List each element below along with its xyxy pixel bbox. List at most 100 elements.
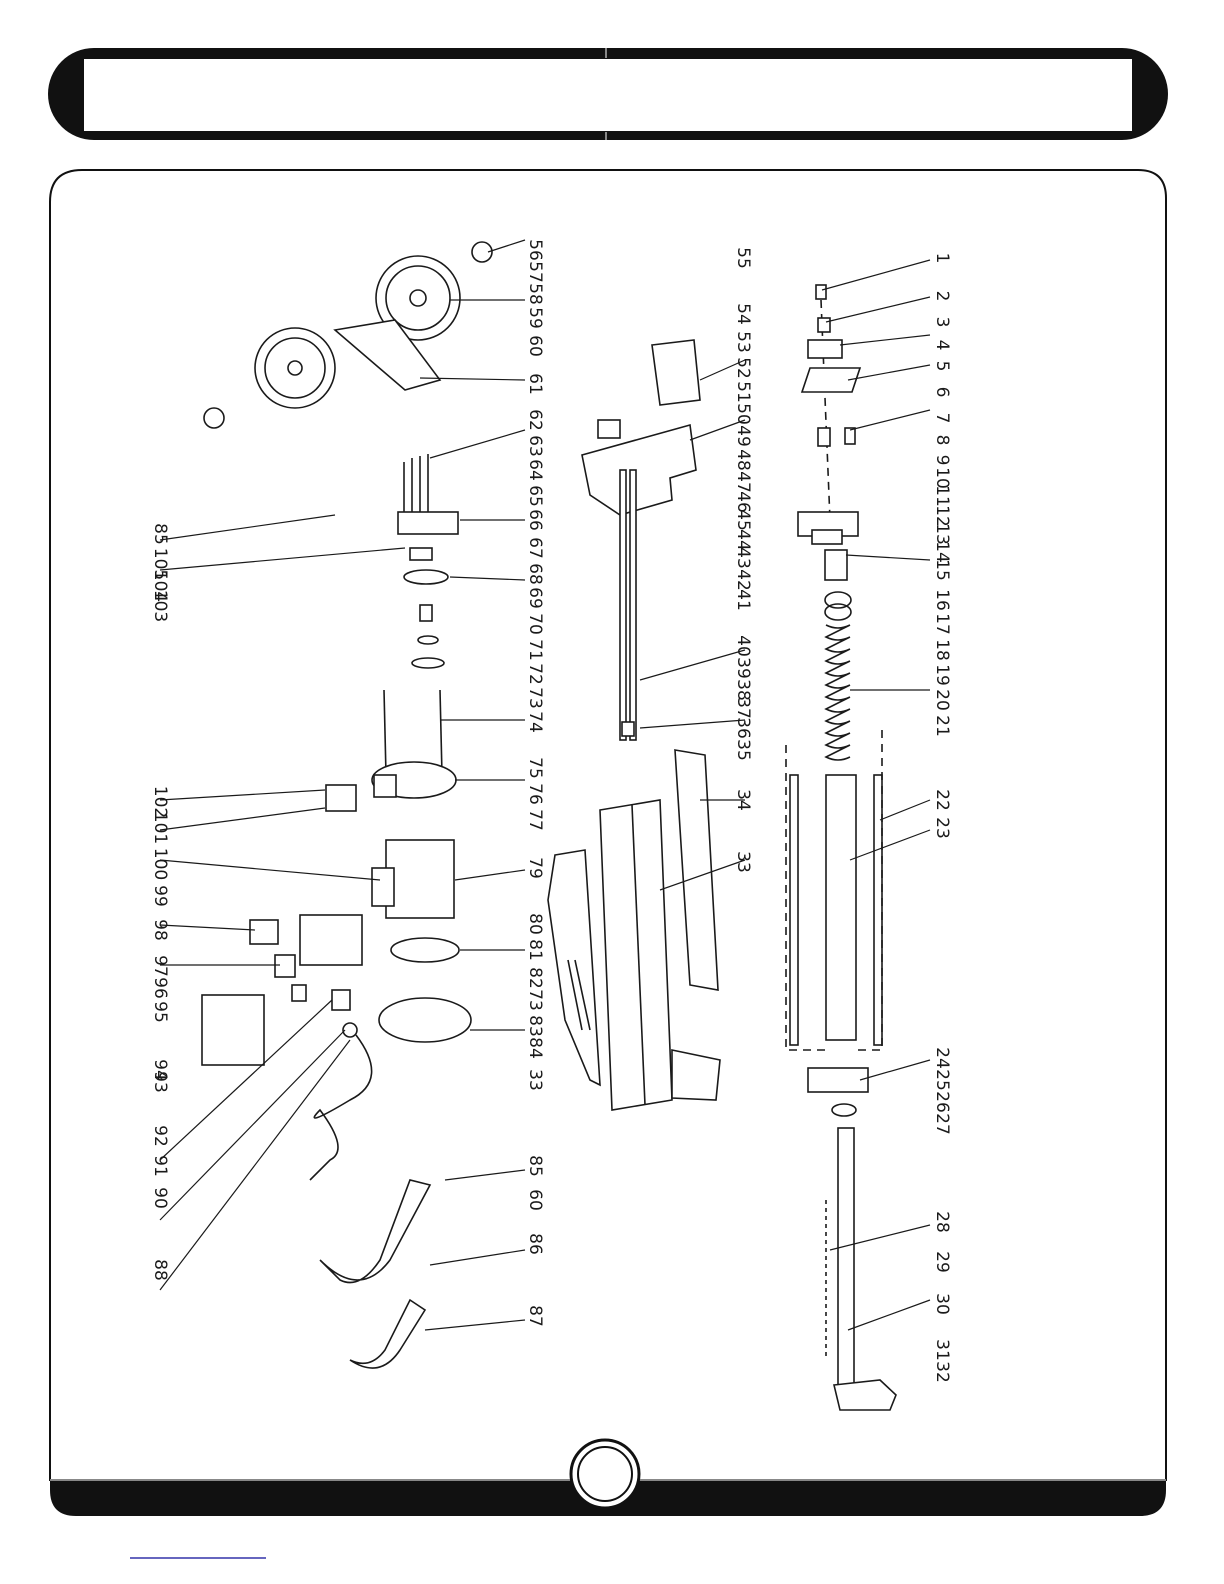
part-number-label: 7	[932, 413, 952, 424]
column-assembly-drawing	[785, 284, 897, 1411]
part-number-label: 41	[733, 589, 753, 611]
part-number-label: 81	[525, 939, 545, 961]
part-number-label: 92	[150, 1125, 170, 1147]
part-number-label: 69	[525, 587, 545, 609]
page-number-circle	[569, 1438, 641, 1510]
part-number-label: 71	[525, 639, 545, 661]
part-number-label: 57	[525, 261, 545, 283]
part-number-label: 9	[932, 455, 952, 466]
part-number-label: 6	[932, 387, 952, 398]
part-number-label: 8	[932, 435, 952, 446]
part-number-label: 26	[932, 1091, 952, 1113]
part-number-label: 88	[150, 1259, 170, 1281]
part-number-label: 65	[525, 485, 545, 507]
part-number-label: 99	[150, 885, 170, 907]
part-number-label: 77	[525, 809, 545, 831]
part-number-label: 60	[525, 335, 545, 357]
part-number-label: 20	[932, 689, 952, 711]
part-number-label: 30	[932, 1293, 952, 1315]
part-number-label: 86	[525, 1233, 545, 1255]
part-number-label: 87	[525, 1305, 545, 1327]
part-number-label: 63	[525, 435, 545, 457]
part-number-label: 29	[932, 1251, 952, 1273]
part-number-label: 11	[932, 485, 952, 507]
part-number-label: 58	[525, 283, 545, 305]
part-number-label: 104	[150, 570, 170, 602]
part-number-label: 25	[932, 1069, 952, 1091]
part-number-label: 79	[525, 857, 545, 879]
part-number-label: 33	[733, 851, 753, 873]
part-number-label: 70	[525, 613, 545, 635]
part-number-label: 84	[525, 1037, 545, 1059]
part-number-label: 55	[733, 247, 753, 269]
part-number-label: 73	[525, 989, 545, 1011]
part-number-label: 32	[932, 1361, 952, 1383]
part-number-label: 52	[733, 357, 753, 379]
part-number-label: 17	[932, 613, 952, 635]
part-number-label: 82	[525, 967, 545, 989]
part-number-label: 3	[932, 317, 952, 328]
part-number-label: 43	[733, 547, 753, 569]
diagram-frame	[49, 169, 1167, 1516]
part-number-label: 37	[733, 697, 753, 719]
part-number-label: 47	[733, 471, 753, 493]
part-number-label: 24	[932, 1047, 952, 1069]
frame-assembly-drawing	[547, 339, 721, 1111]
part-number-label: 38	[733, 679, 753, 701]
part-number-label: 85	[150, 523, 170, 545]
part-number-label: 33	[525, 1069, 545, 1091]
part-number-label: 4	[932, 340, 952, 351]
part-number-label: 31	[932, 1339, 952, 1361]
part-number-label: 15	[932, 559, 952, 581]
part-number-label: 76	[525, 783, 545, 805]
part-number-label: 102	[150, 786, 170, 818]
part-number-label: 5	[932, 361, 952, 372]
part-number-label: 23	[932, 817, 952, 839]
part-number-label: 62	[525, 409, 545, 431]
part-number-label: 83	[525, 1015, 545, 1037]
part-number-label: 66	[525, 509, 545, 531]
part-number-label: 36	[733, 717, 753, 739]
part-number-label: 91	[150, 1155, 170, 1177]
part-number-label: 51	[733, 381, 753, 403]
part-number-label: 96	[150, 977, 170, 999]
part-number-label: 19	[932, 664, 952, 686]
part-number-label: 2	[932, 291, 952, 302]
part-number-label: 44	[733, 529, 753, 551]
part-number-label: 93	[150, 1071, 170, 1093]
part-number-label: 103	[150, 590, 170, 622]
part-number-label: 94	[150, 1059, 170, 1081]
part-number-label: 68	[525, 563, 545, 585]
part-number-label: 35	[733, 739, 753, 761]
part-number-label: 27	[932, 1113, 952, 1135]
header-banner	[48, 48, 1168, 140]
part-number-label: 67	[525, 537, 545, 559]
leader-lines	[159, 239, 931, 1331]
part-number-label: 12	[932, 505, 952, 527]
part-number-label: 100	[150, 848, 170, 880]
part-number-label: 72	[525, 663, 545, 685]
part-number-label: 90	[150, 1187, 170, 1209]
part-number-label: 45	[733, 509, 753, 531]
part-number-label: 64	[525, 459, 545, 481]
part-number-label: 18	[932, 639, 952, 661]
part-number-label: 42	[733, 569, 753, 591]
motor-wheel-assembly-drawing	[201, 241, 493, 1369]
part-number-label: 60	[525, 1189, 545, 1211]
part-number-label: 98	[150, 919, 170, 941]
part-number-label: 1	[932, 253, 952, 264]
part-number-label: 14	[932, 541, 952, 563]
part-number-label: 48	[733, 449, 753, 471]
part-number-label: 40	[733, 635, 753, 657]
part-number-label: 53	[733, 331, 753, 353]
part-number-label: 10	[932, 467, 952, 489]
part-number-label: 39	[733, 657, 753, 679]
part-number-label: 59	[525, 307, 545, 329]
part-number-label: 75	[525, 757, 545, 779]
part-number-label: 13	[932, 523, 952, 545]
part-number-label: 61	[525, 373, 545, 395]
part-number-label: 74	[525, 711, 545, 733]
part-number-label: 56	[525, 239, 545, 261]
part-number-label: 97	[150, 955, 170, 977]
